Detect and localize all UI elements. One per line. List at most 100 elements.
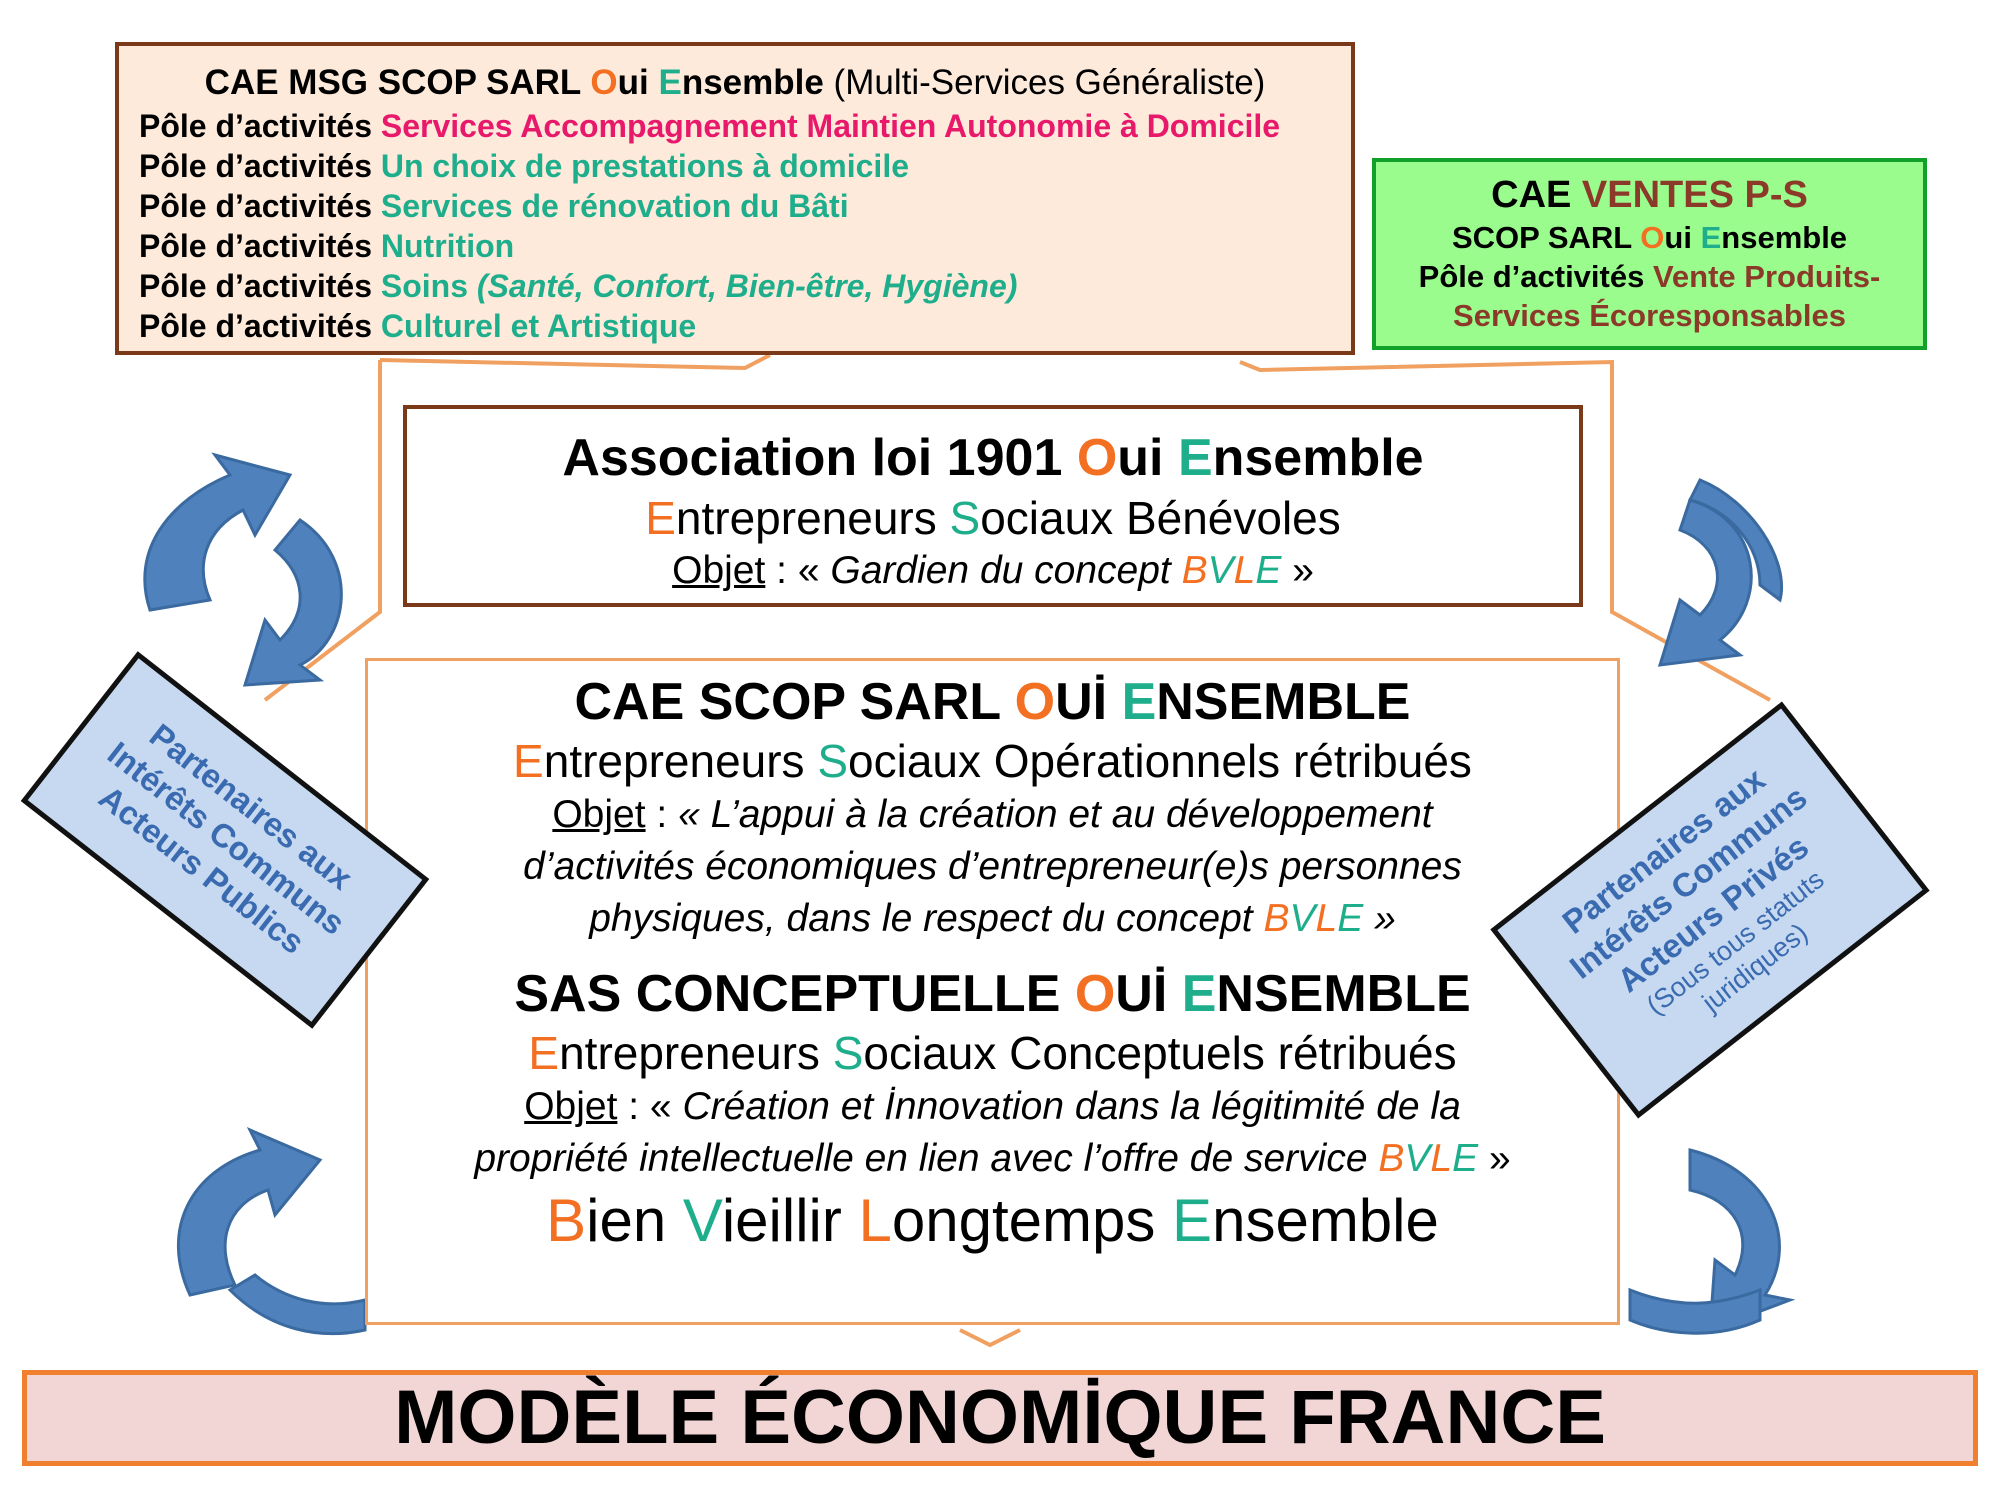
- pole-label: Pôle d’activités: [139, 148, 381, 184]
- ventes-cae: CAE: [1491, 174, 1582, 216]
- scop-objet-1: Objet : « L’appui à la création et au dé…: [368, 789, 1617, 841]
- scop-le: E: [1337, 897, 1364, 940]
- scop-s: S: [817, 735, 849, 787]
- pole-label: Pôle d’activités: [139, 268, 381, 304]
- association-title: Association loi 1901 Oui Ensemble: [407, 427, 1579, 489]
- cae-ventes-box: CAE VENTES P-S SCOP SARL Oui Ensemble Pô…: [1372, 158, 1927, 350]
- scop-ui: Uİ: [1055, 673, 1122, 731]
- ventes-o: O: [1640, 220, 1665, 255]
- asso-le: E: [1255, 549, 1282, 592]
- msg-title-ui: ui: [617, 63, 659, 102]
- pole-row-1: Pôle d’activités Services Accompagnement…: [139, 106, 1331, 146]
- asso-o: O: [1076, 429, 1118, 487]
- modele-title: MODÈLE ÉCONOMİQUE FRANCE: [394, 1375, 1606, 1460]
- scop-ociaux: ociaux Opérationnels rétribués: [848, 735, 1472, 787]
- bvle-b: B: [546, 1187, 587, 1254]
- association-objet: Objet : « Gardien du concept BVLE »: [407, 547, 1579, 595]
- sas-o: O: [1074, 965, 1116, 1023]
- sas-objet-text-2: propriété intellectuelle en lien avec l’…: [474, 1137, 1379, 1180]
- sas-objet-2: propriété intellectuelle en lien avec l’…: [368, 1133, 1617, 1185]
- sas-e: E: [1181, 965, 1217, 1023]
- arrow-bottom-left-icon: [176, 1127, 323, 1297]
- ventes-pole-text-2: Services Écoresponsables: [1453, 298, 1846, 333]
- association-box: Association loi 1901 Oui Ensemble Entrep…: [403, 405, 1583, 607]
- asso-e: E: [1177, 429, 1213, 487]
- bvle-v: V: [682, 1187, 722, 1254]
- pole-text: Services de rénovation du Bâti: [380, 188, 849, 224]
- ventes-pole-label: Pôle d’activités: [1418, 259, 1653, 294]
- scop-e: E: [1121, 673, 1157, 731]
- scop-e2: E: [513, 735, 544, 787]
- asso-title-prefix: Association loi 1901: [562, 429, 1077, 487]
- msg-title-prefix: CAE MSG SCOP SARL: [204, 63, 591, 102]
- sas-ui: Uİ: [1115, 965, 1182, 1023]
- bvle-e: E: [1172, 1187, 1213, 1254]
- ventes-pole: Pôle d’activités Vente Produits-: [1376, 257, 1923, 296]
- sas-le: E: [1452, 1137, 1479, 1180]
- sas-nsemble: NSEMBLE: [1216, 965, 1471, 1023]
- pole-text: Culturel et Artistique: [380, 308, 697, 344]
- msg-title-e: E: [658, 63, 682, 102]
- asso-v: V: [1207, 549, 1234, 592]
- asso-ociaux: ociaux Bénévoles: [980, 492, 1341, 544]
- scop-o: O: [1014, 673, 1056, 731]
- arrow-top-right-icon: [1657, 498, 1753, 667]
- pole-row-4: Pôle d’activités Nutrition: [139, 226, 1331, 266]
- sas-ntrepreneurs: ntrepreneurs: [559, 1027, 833, 1079]
- scop-title: CAE SCOP SARL OUİ ENSEMBLE: [368, 671, 1617, 733]
- scop-subtitle: Entrepreneurs Sociaux Opérationnels rétr…: [368, 733, 1617, 789]
- pole-label: Pôle d’activités: [139, 108, 381, 144]
- sas-ociaux: ociaux Conceptuels rétribués: [863, 1027, 1457, 1079]
- arrow-top-right-curl-icon: [1687, 478, 1783, 603]
- asso-ntrepreneurs: ntrepreneurs: [675, 492, 950, 544]
- cae-msg-title: CAE MSG SCOP SARL Oui Ensemble (Multi-Se…: [139, 60, 1331, 106]
- scop-objet-2: d’activités économiques d’entrepreneur(e…: [523, 845, 1462, 888]
- bvle-nsemble: nsemble: [1212, 1187, 1439, 1254]
- scop-b: B: [1263, 897, 1290, 940]
- modele-economique-banner: MODÈLE ÉCONOMİQUE FRANCE: [22, 1370, 1978, 1466]
- ventes-title: CAE VENTES P-S: [1376, 172, 1923, 218]
- ventes-scop: SCOP SARL Oui Ensemble: [1376, 218, 1923, 257]
- scop-objet-3: physiques, dans le respect du concept BV…: [368, 893, 1617, 945]
- pole-row-6: Pôle d’activités Culturel et Artistique: [139, 306, 1331, 346]
- scop-objet-text-3: physiques, dans le respect du concept: [589, 897, 1264, 940]
- sas-s: S: [832, 1027, 864, 1079]
- sas-objet-label: Objet: [524, 1085, 618, 1128]
- asso-objet-sep: : «: [765, 549, 831, 592]
- pole-extra: (Santé, Confort, Bien-être, Hygiène): [476, 268, 1018, 304]
- sas-v: V: [1404, 1137, 1431, 1180]
- sas-b: B: [1378, 1137, 1405, 1180]
- arrow-bottom-left-curl-icon: [227, 1273, 367, 1336]
- pole-text: Nutrition: [380, 228, 515, 264]
- scop-ntrepreneurs: ntrepreneurs: [543, 735, 818, 787]
- sas-objet-1: Objet : « Création et İnnovation dans la…: [368, 1081, 1617, 1133]
- bvle-ongtemps: ongtemps: [891, 1187, 1173, 1254]
- spacer: [368, 945, 1617, 963]
- bvle-l: L: [858, 1187, 892, 1254]
- asso-e2: E: [645, 492, 676, 544]
- asso-ui: ui: [1117, 429, 1178, 487]
- scop-title-prefix: CAE SCOP SARL: [574, 673, 1015, 731]
- pole-label: Pôle d’activités: [139, 188, 381, 224]
- asso-objet-text: Gardien du concept: [830, 549, 1182, 592]
- bvle-slogan: Bien Vieillir Longtemps Ensemble: [368, 1185, 1617, 1257]
- scop-nsemble: NSEMBLE: [1156, 673, 1411, 731]
- pole-text: Services Accompagnement Maintien Autonom…: [380, 108, 1281, 144]
- asso-l: L: [1233, 549, 1256, 592]
- pole-row-2: Pôle d’activités Un choix de prestations…: [139, 146, 1331, 186]
- top-connector-left: [379, 353, 771, 371]
- msg-title-o: O: [590, 63, 618, 102]
- bvle-ien: ien: [586, 1187, 683, 1254]
- scop-objet-label: Objet: [552, 793, 646, 836]
- sas-objet-text-1: Création et İnnovation dans la légitimit…: [682, 1085, 1461, 1128]
- sas-title-prefix: SAS CONCEPTUELLE: [514, 965, 1075, 1023]
- asso-objet-label: Objet: [672, 549, 766, 592]
- ventes-ui: ui: [1664, 220, 1701, 255]
- arrow-top-left-icon: [143, 452, 293, 612]
- ventes-nsemble: nsemble: [1721, 220, 1848, 255]
- ventes-scop-prefix: SCOP SARL: [1451, 220, 1641, 255]
- sas-title: SAS CONCEPTUELLE OUİ ENSEMBLE: [368, 963, 1617, 1025]
- sas-e2: E: [528, 1027, 560, 1079]
- cae-msg-box: CAE MSG SCOP SARL Oui Ensemble (Multi-Se…: [115, 42, 1355, 355]
- pole-row-3: Pôle d’activités Services de rénovation …: [139, 186, 1331, 226]
